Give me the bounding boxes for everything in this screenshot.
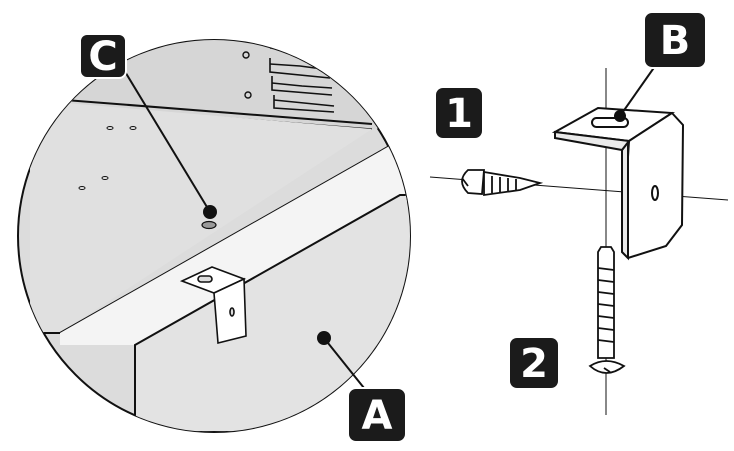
badge-step-2-label: 2	[520, 341, 548, 387]
badge-C-label: C	[88, 34, 117, 80]
detail-bracket	[179, 266, 247, 345]
exploded-assembly	[429, 51, 729, 415]
badge-step-1-label: 1	[445, 91, 473, 137]
bolt-2	[588, 246, 626, 374]
badge-C: C	[79, 33, 127, 80]
badge-step-2: 2	[510, 338, 558, 388]
screw-1	[461, 169, 544, 197]
badge-A: A	[347, 387, 407, 443]
badge-B: B	[643, 11, 707, 69]
hole-C	[201, 220, 217, 230]
top-panel	[30, 100, 372, 333]
badge-A-label: A	[362, 393, 393, 439]
detail-magnifier	[17, 39, 411, 433]
bracket-B	[551, 106, 685, 261]
panel-holes	[78, 126, 137, 190]
badge-B-label: B	[660, 18, 691, 64]
badge-step-1: 1	[436, 88, 482, 138]
